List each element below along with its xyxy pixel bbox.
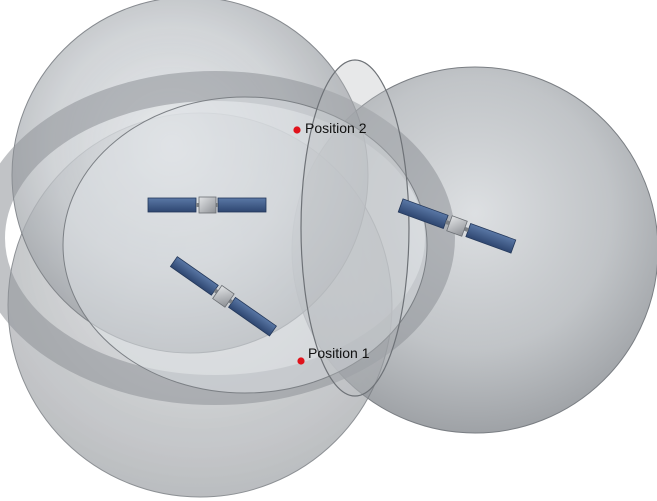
position-1-label: Position 1: [308, 345, 370, 361]
satellite-right: [397, 198, 517, 254]
intersection-circle-vertical: [300, 59, 410, 397]
position-2-dot: [293, 126, 301, 134]
satellite-lower-left: [169, 256, 277, 337]
satellite-upper-left: [147, 196, 267, 214]
position-1-dot: [297, 357, 305, 365]
inner-intersection-disc: [62, 96, 428, 394]
position-2-label: Position 2: [305, 120, 367, 136]
